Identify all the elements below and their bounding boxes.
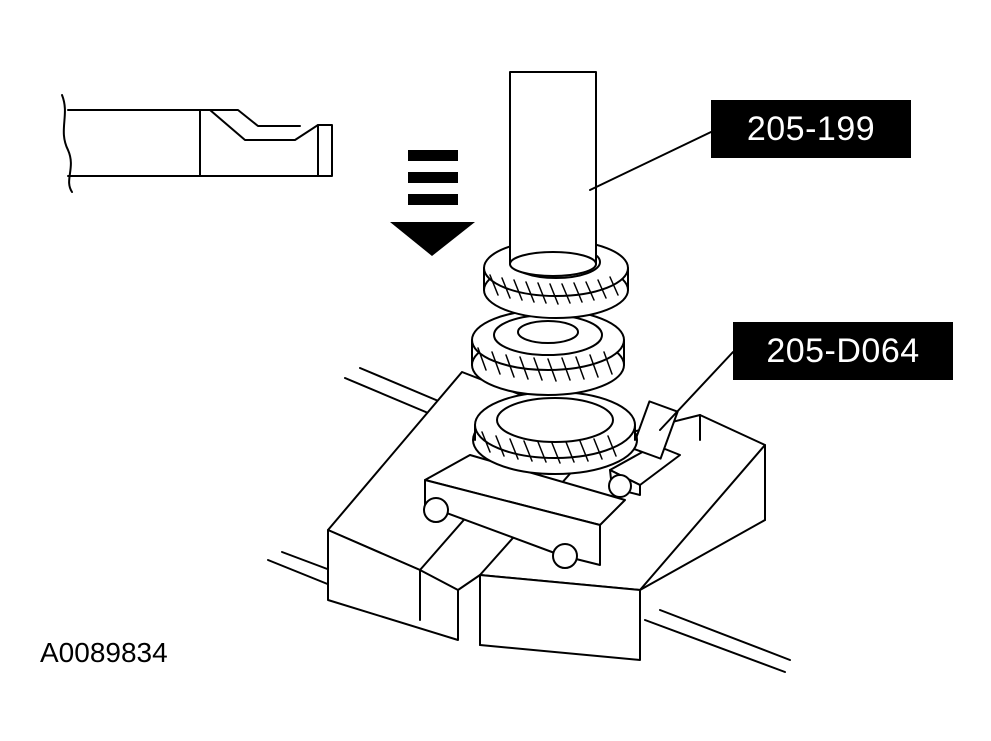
figure-id-label: A0089834 [40,637,168,668]
down-arrow-icon [390,150,475,256]
split-plate-fixture [423,400,681,569]
driver-tip-icon [61,94,333,193]
leader-lines [589,131,734,431]
callout-tool-205-199: 205-199 [711,100,911,158]
driver-shaft [509,71,597,277]
callout-tool-205-d064: 205-D064 [733,322,953,380]
